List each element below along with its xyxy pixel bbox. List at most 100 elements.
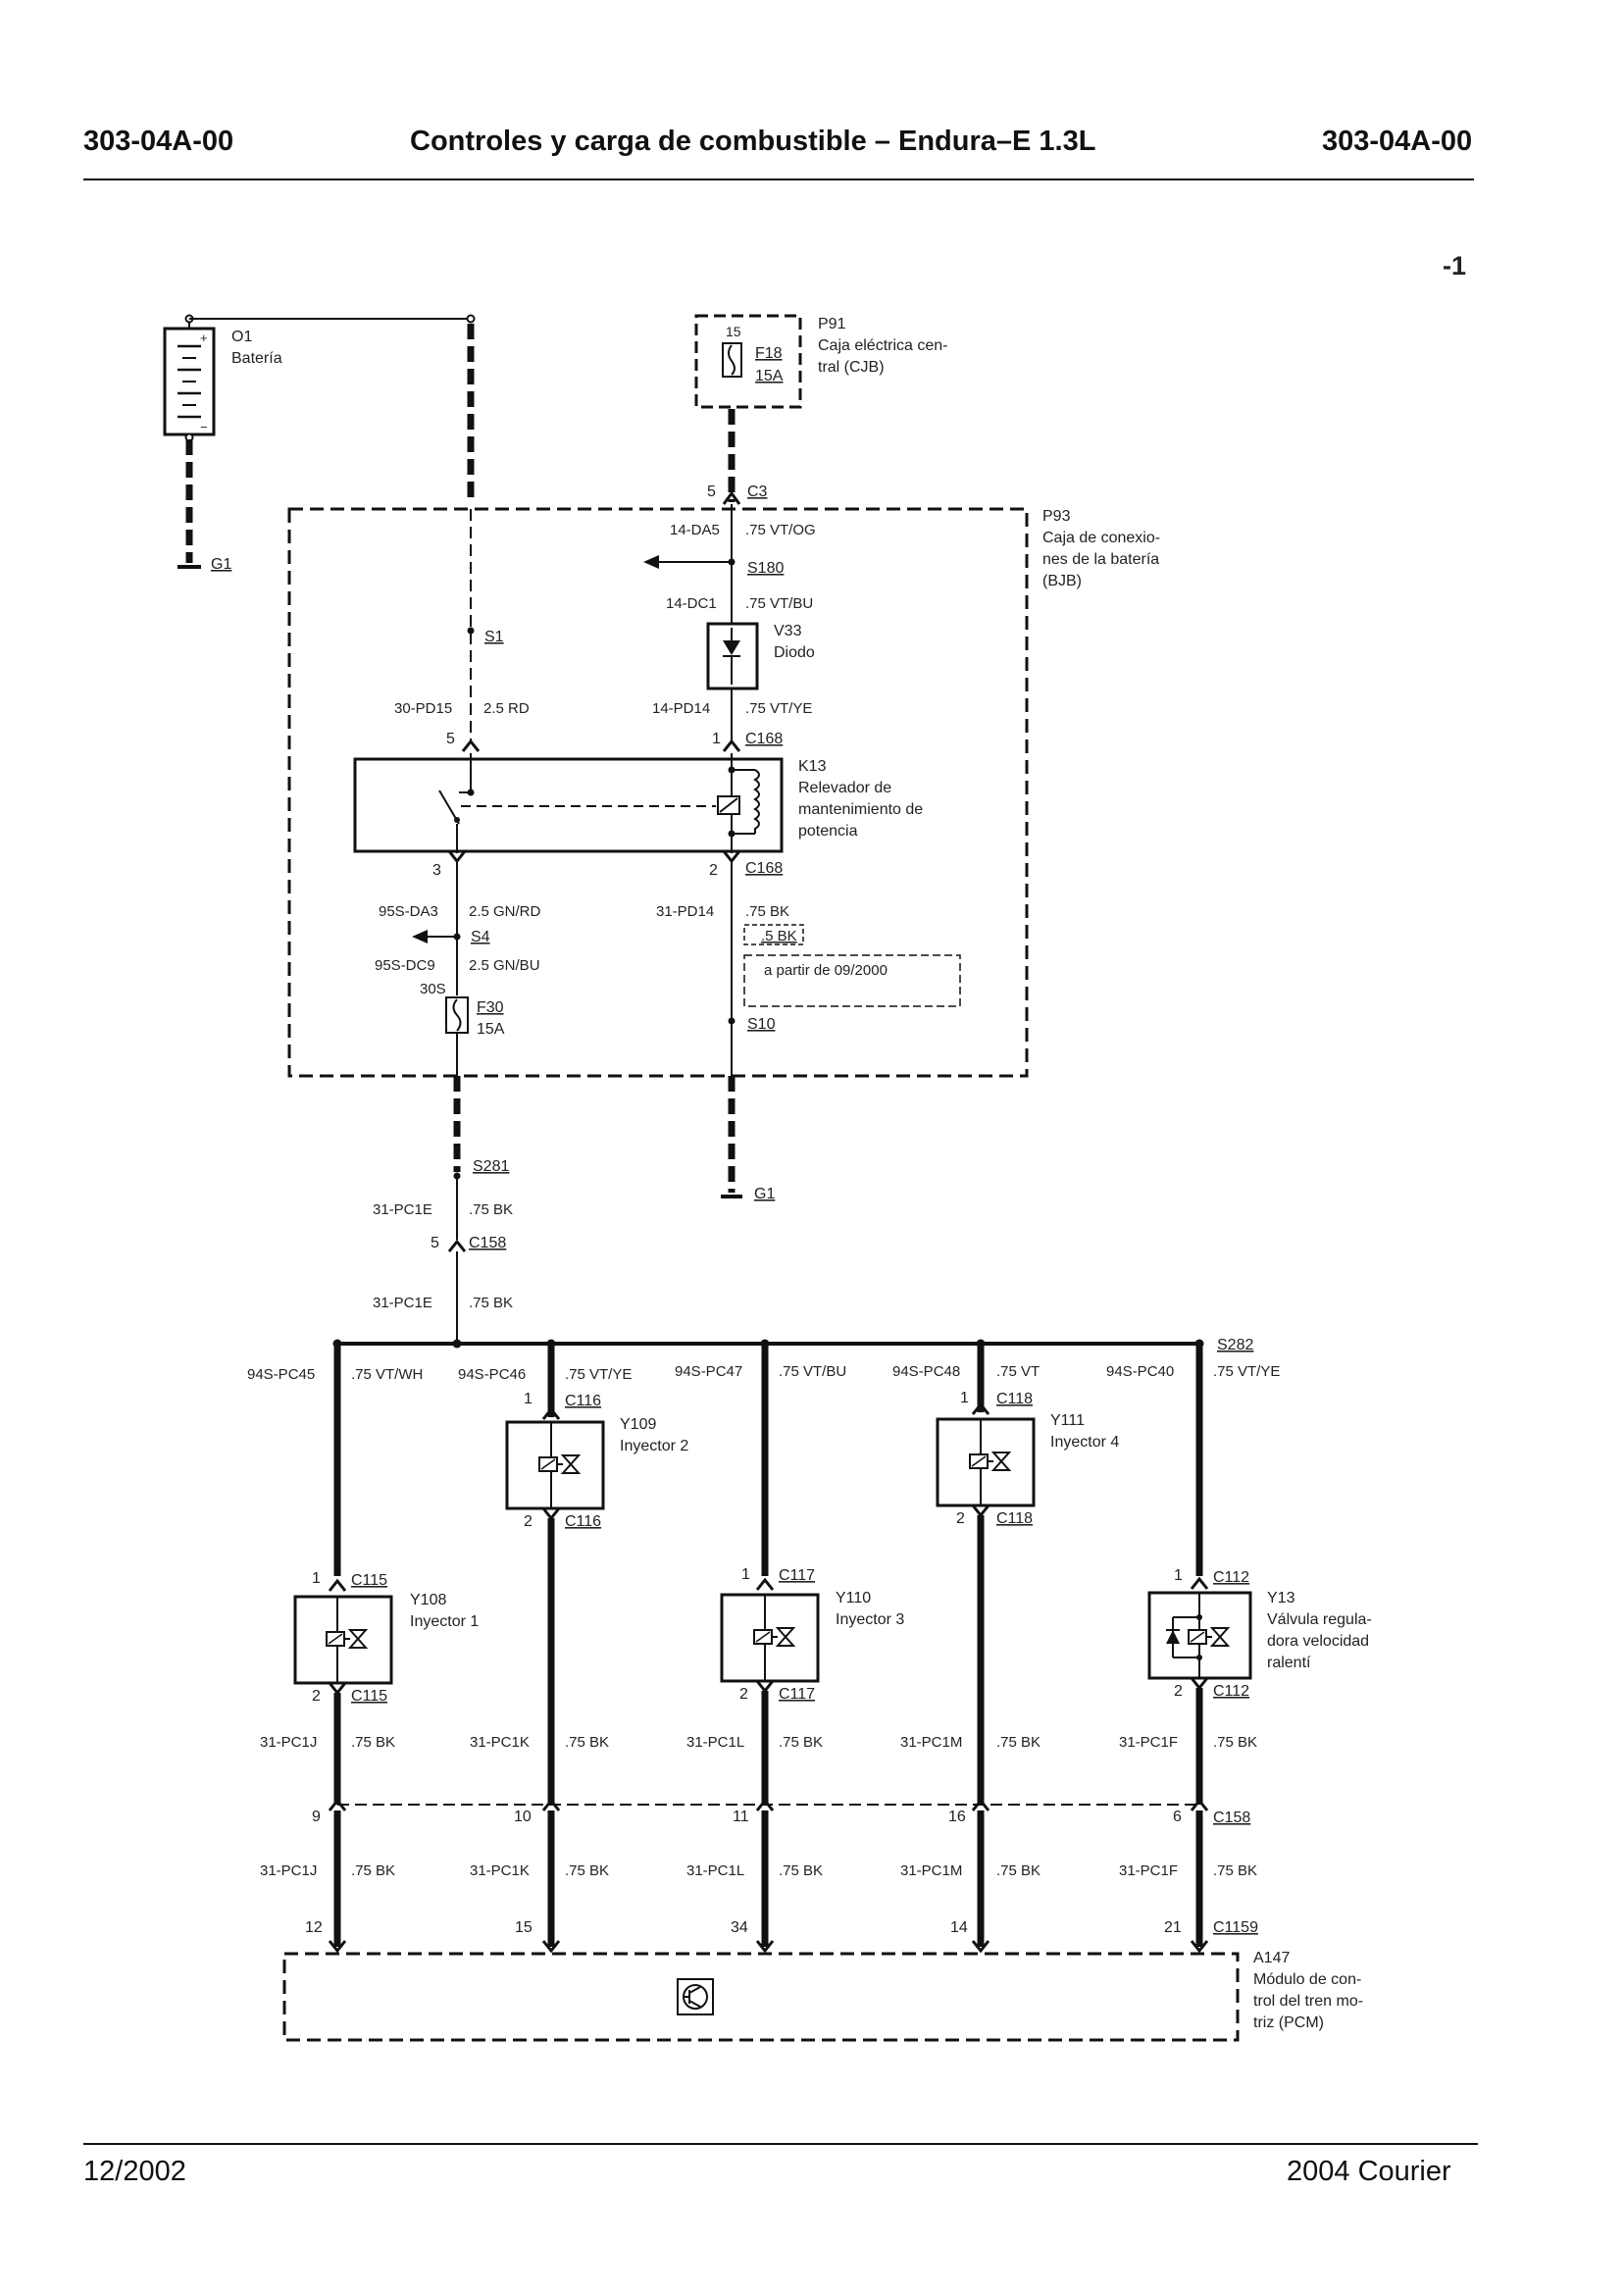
- wire-31-pc1l-upper: .75 BK: [779, 1734, 823, 1751]
- page-marker: -1: [1443, 251, 1466, 280]
- connector-c117-top: C117: [779, 1567, 815, 1584]
- bjb-name-2: nes de la batería: [1042, 551, 1159, 568]
- y110-pin-2: 2: [739, 1686, 748, 1703]
- connector-c158-top: C158: [469, 1235, 506, 1251]
- circuit-14-dc1: 14-DC1: [666, 595, 717, 612]
- circuit-94s-pc45: 94S-PC45: [247, 1366, 315, 1383]
- connector-c115-top: C115: [351, 1572, 387, 1589]
- ground-label-g1: G1: [211, 556, 231, 573]
- y109-name: Inyector 2: [620, 1438, 688, 1454]
- diode-icon: [723, 640, 740, 655]
- circuit-31-pc1f-lower: 31-PC1F: [1119, 1862, 1178, 1879]
- connector-c112-top: C112: [1213, 1569, 1249, 1586]
- connector-c1159: C1159: [1213, 1919, 1258, 1936]
- relay-name-1: Relevador de: [798, 780, 891, 796]
- pcm-pin-21: 21: [1164, 1919, 1182, 1936]
- relay-pin-5: 5: [446, 731, 455, 747]
- relay-pin-2: 2: [709, 862, 718, 879]
- circuit-31-pc1l-lower: 31-PC1L: [686, 1862, 744, 1879]
- circuit-31-pc1f-upper: 31-PC1F: [1119, 1734, 1178, 1751]
- relay-k13: [353, 757, 784, 853]
- y111-id: Y111: [1050, 1412, 1085, 1429]
- y109-pin-2: 2: [524, 1513, 533, 1530]
- pcm-pin-12: 12: [305, 1919, 323, 1936]
- header-rule: [83, 178, 1474, 180]
- circuit-31-pd14: 31-PD14: [656, 903, 714, 920]
- circuit-95s-da3: 95S-DA3: [379, 903, 438, 920]
- cjb-pin: 15: [726, 324, 741, 339]
- wire-94s-pc45: .75 VT/WH: [351, 1366, 423, 1383]
- wire-14-da5: .75 VT/OG: [745, 522, 816, 538]
- footer-date: 12/2002: [83, 2156, 186, 2187]
- pcm-pin-14: 14: [950, 1919, 968, 1936]
- note-from-date: a partir de 09/2000: [764, 962, 888, 979]
- fuse-f18-id: F18: [755, 345, 783, 362]
- arrow-left-icon: [643, 555, 659, 569]
- battery: + −: [163, 314, 216, 442]
- c3-pin: 5: [707, 484, 716, 500]
- circuit-14-da5: 14-DA5: [670, 522, 720, 538]
- pcm-pin-15: 15: [515, 1919, 533, 1936]
- connector-c116-top: C116: [565, 1393, 601, 1409]
- c158-pin-11: 11: [733, 1809, 749, 1825]
- connector-c112-bottom: C112: [1213, 1683, 1249, 1700]
- pcm-module: [282, 1952, 1240, 2042]
- connector-c158-bottom: C158: [1213, 1810, 1250, 1826]
- wire-31-pc1m-upper: .75 BK: [996, 1734, 1040, 1751]
- circuit-31-pc1m-upper: 31-PC1M: [900, 1734, 962, 1751]
- valve-icon: [1209, 1627, 1231, 1647]
- c158-pin-5: 5: [431, 1235, 439, 1251]
- y13-name-3: ralentí: [1267, 1655, 1311, 1671]
- wire-95s-da3: 2.5 GN/RD: [469, 903, 541, 920]
- y110-id: Y110: [836, 1590, 871, 1606]
- splice-s10: S10: [747, 1016, 776, 1033]
- cjb-box: [694, 314, 802, 409]
- pcm-id: A147: [1253, 1950, 1290, 1966]
- circuit-31-pc1l-upper: 31-PC1L: [686, 1734, 744, 1751]
- circuit-31-pc1j-upper: 31-PC1J: [260, 1734, 317, 1751]
- y108-pin-2: 2: [312, 1688, 321, 1705]
- splice-s180: S180: [747, 560, 784, 577]
- wire-14-dc1: .75 VT/BU: [745, 595, 813, 612]
- fuse-f18-rating: 15A: [755, 368, 784, 384]
- splice-s281: S281: [473, 1158, 509, 1175]
- injector-y108: [293, 1595, 393, 1685]
- valve-icon: [560, 1454, 582, 1474]
- wire-31-pc1j-lower: .75 BK: [351, 1862, 395, 1879]
- wire-31-pc1k-lower: .75 BK: [565, 1862, 609, 1879]
- relay-switch-contact: [438, 790, 460, 825]
- svg-text:−: −: [200, 420, 208, 434]
- battery-name: Batería: [231, 350, 282, 367]
- cjb-name-2: tral (CJB): [818, 359, 885, 376]
- footer-rule: [83, 2143, 1478, 2145]
- circuit-30-pd15: 30-PD15: [394, 700, 452, 717]
- wire-95s-dc9: 2.5 GN/BU: [469, 957, 540, 974]
- diode-name: Diodo: [774, 644, 815, 661]
- y109-id: Y109: [620, 1416, 656, 1433]
- wire-94s-pc40: .75 VT/YE: [1213, 1363, 1280, 1380]
- pcm-name-2: trol del tren mo-: [1253, 1993, 1363, 2010]
- y110-pin-1: 1: [741, 1566, 750, 1583]
- valve-icon: [775, 1627, 796, 1647]
- y13-pin-2: 2: [1174, 1683, 1183, 1700]
- connector-c118-top: C118: [996, 1391, 1033, 1407]
- connector-c168-bottom: C168: [745, 860, 783, 877]
- fuse-f30-pin: 30S: [420, 981, 446, 997]
- wire-94s-pc48: .75 VT: [996, 1363, 1040, 1380]
- connector-c115-bottom: C115: [351, 1688, 387, 1705]
- wire-31-pc1j-upper: .75 BK: [351, 1734, 395, 1751]
- diode-icon: [1166, 1630, 1180, 1644]
- injector-y110: [720, 1593, 820, 1683]
- circuit-95s-dc9: 95S-DC9: [375, 957, 435, 974]
- circuit-94s-pc47: 94S-PC47: [675, 1363, 742, 1380]
- circuit-31-pc1k-lower: 31-PC1K: [470, 1862, 530, 1879]
- page-code-right: 303-04A-00: [1322, 126, 1473, 157]
- footer-model: 2004 Courier: [1287, 2156, 1451, 2187]
- pcm-pin-34: 34: [731, 1919, 748, 1936]
- fuse-f30-id: F30: [477, 999, 504, 1016]
- page-code-left: 303-04A-00: [83, 126, 234, 157]
- relay-name-3: potencia: [798, 823, 858, 840]
- arrow-left-icon: [412, 930, 428, 943]
- wire-31-pc1m-lower: .75 BK: [996, 1862, 1040, 1879]
- wire-31-pc1e-bottom: .75 BK: [469, 1295, 513, 1311]
